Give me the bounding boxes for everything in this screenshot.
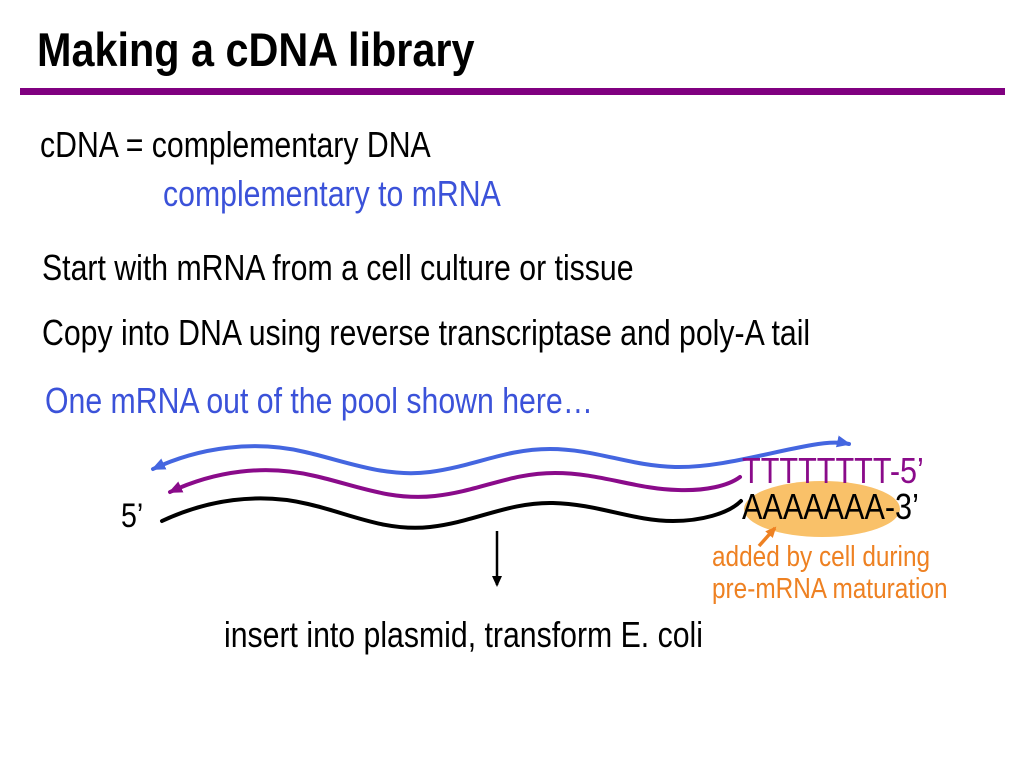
poly-a-callout-arrow [757,526,777,548]
poly-a-text: AAAAAAA-3’ [742,486,919,527]
blue-strand-line [151,435,851,476]
step-copy-dna-text: Copy into DNA using reverse transcriptas… [42,312,811,353]
pool-caption-text: One mRNA out of the pool shown here… [45,380,593,421]
poly-a-note-text-2: pre-mRNA maturation [712,573,948,605]
cdna-definition-text: cDNA = complementary DNA [40,124,431,165]
bottom-caption-line: insert into plasmid, transform E. coli [224,614,794,656]
slide-title-text: Making a cDNA library [37,23,475,76]
poly-a-note-line-2: pre-mRNA maturation [712,573,992,606]
poly-a-label: AAAAAAA-3’ [742,486,950,528]
cdna-subdefinition-line: complementary to mRNA [163,173,565,215]
step-start-mrna-text: Start with mRNA from a cell culture or t… [42,247,634,288]
poly-a-note-text-1: added by cell during [712,541,931,573]
black-strand-line [160,496,743,530]
step-copy-dna-line: Copy into DNA using reverse transcriptas… [42,312,956,354]
bottom-caption-text: insert into plasmid, transform E. coli [224,614,703,655]
poly-t-label: TTTTTTTT-5’ [742,450,956,492]
poly-a-highlight-ellipse [744,481,900,537]
purple-strand-line [168,468,742,499]
slide-title: Making a cDNA library [37,22,534,77]
poly-a-note-line-1: added by cell during [712,541,972,574]
pool-caption-line: One mRNA out of the pool shown here… [45,380,697,422]
cdna-subdefinition-text: complementary to mRNA [163,173,501,214]
title-underline-rule [20,88,1005,95]
cdna-definition-line: cDNA = complementary DNA [40,124,505,166]
poly-t-text: TTTTTTTT-5’ [742,450,924,491]
five-prime-text: 5’ [121,497,144,535]
five-prime-label: 5’ [121,497,147,536]
step-start-mrna-line: Start with mRNA from a cell culture or t… [42,247,746,289]
